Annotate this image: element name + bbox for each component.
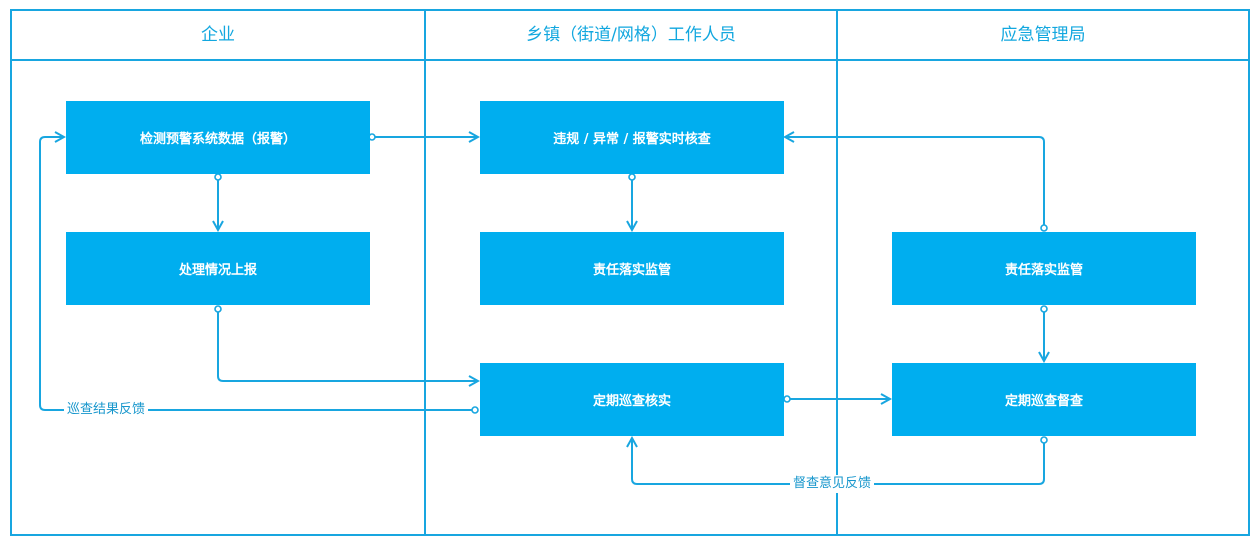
connector-start-dots <box>214 133 1048 444</box>
connector-bureau-to-check <box>785 137 1045 228</box>
edge-label-patrol-feedback: 巡查结果反馈 <box>64 401 149 419</box>
connector-patrol-feedback <box>39 137 475 411</box>
lane-header-enterprise: 企业 <box>201 25 235 45</box>
lane-header-emergency-bureau: 应急管理局 <box>1000 25 1086 45</box>
node-responsibility-township[interactable]: 责任落实监管 <box>480 232 784 305</box>
node-realtime-check[interactable]: 违规 / 异常 / 报警实时核查 <box>480 101 784 174</box>
node-report-situation[interactable]: 处理情况上报 <box>66 232 370 305</box>
swimlane-frame <box>10 9 1250 536</box>
lane-header-township: 乡镇（街道/网格）工作人员 <box>526 25 736 45</box>
node-responsibility-bureau[interactable]: 责任落实监管 <box>892 232 1196 305</box>
connector-report-to-patrol <box>217 309 478 381</box>
node-monitoring-data[interactable]: 检测预警系统数据（报警） <box>66 101 370 174</box>
edge-label-supervision-feedback: 督查意见反馈 <box>790 475 875 493</box>
node-periodic-patrol-supervise[interactable]: 定期巡查督查 <box>892 363 1196 436</box>
node-periodic-patrol-verify[interactable]: 定期巡查核实 <box>480 363 784 436</box>
